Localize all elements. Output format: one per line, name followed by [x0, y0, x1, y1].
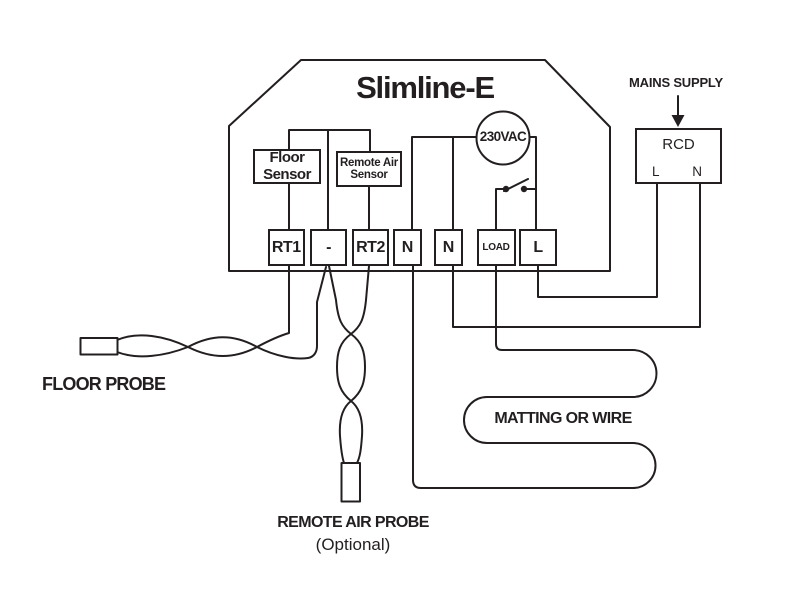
rcd-live-wire [537, 182, 658, 298]
remote-air-sensor-box: Remote Air Sensor [336, 151, 402, 187]
rcd-neutral-wire [452, 182, 701, 328]
rcd-neutral-label: N [692, 164, 702, 179]
sensor-bus-wire [288, 129, 371, 230]
terminal-n2: N [433, 229, 463, 266]
remote-air-sensor-label: Remote Air Sensor [340, 156, 398, 181]
air-probe-body [340, 462, 361, 503]
mains-supply-label: MAINS SUPPLY [629, 75, 723, 90]
floor-probe-label: FLOOR PROBE [42, 374, 166, 394]
voltage-circle [475, 110, 531, 166]
terminal-common: - [310, 229, 347, 266]
mains-arrow-head [671, 115, 685, 127]
terminal-n1: N [392, 229, 422, 266]
floor-probe-wire-a [116, 265, 290, 357]
rcd-live-label: L [652, 164, 660, 179]
rcd-box: RCD L N [635, 128, 722, 184]
housing-outline [228, 59, 611, 272]
switch-contact-left [502, 185, 510, 193]
matting-wire [412, 265, 658, 489]
floor-sensor-label: Floor Sensor [263, 149, 311, 183]
terminal-rt1: RT1 [268, 229, 305, 266]
terminal-rt2: RT2 [352, 229, 389, 266]
rcd-label: RCD [662, 136, 695, 153]
optional-label: (Optional) [315, 535, 391, 554]
floor-probe-body [79, 337, 119, 356]
device-title: Slimline-E [356, 70, 495, 105]
floor-sensor-box: Floor Sensor [253, 149, 321, 184]
air-probe-wire-a [328, 265, 366, 464]
terminal-l: L [519, 229, 557, 266]
remote-air-probe-label: REMOTE AIR PROBE [277, 514, 429, 531]
switch-contact-right [520, 185, 528, 193]
voltage-label: 230VAC [479, 129, 527, 144]
terminal-load: LOAD [476, 229, 516, 266]
matting-label: MATTING OR WIRE [494, 410, 632, 427]
neutral-bus-wire [411, 136, 478, 230]
floor-probe-wire-b [116, 266, 327, 360]
air-probe-wire-b [336, 265, 370, 464]
